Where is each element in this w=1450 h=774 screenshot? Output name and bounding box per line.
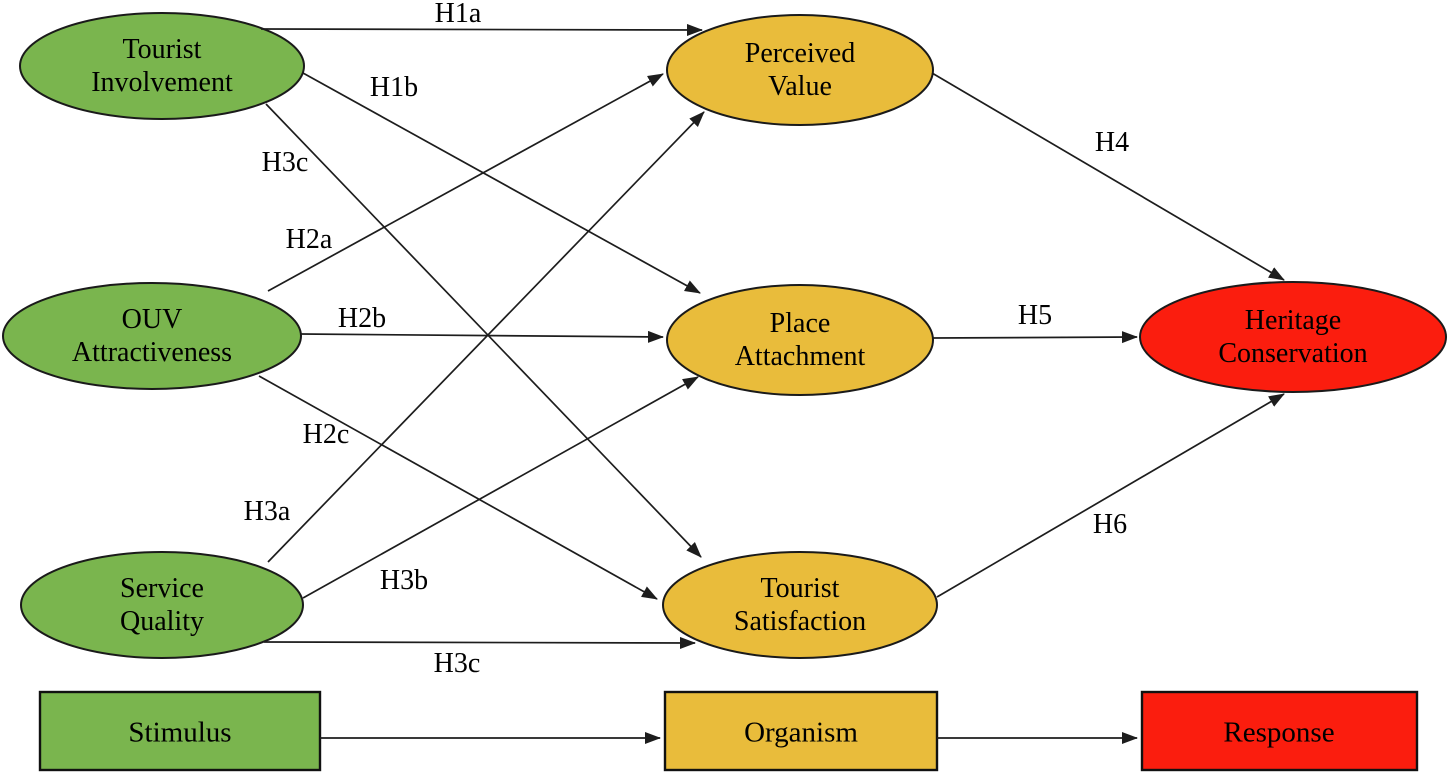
edge-h2a-arrow bbox=[267, 73, 664, 292]
node-tourist-involvement bbox=[19, 12, 305, 120]
node-tourist-satisfaction bbox=[662, 551, 938, 659]
node-stimulus bbox=[38, 690, 322, 772]
node-place-attachment bbox=[666, 284, 934, 396]
edge-h4-arrow bbox=[931, 72, 1285, 281]
node-response bbox=[1140, 690, 1419, 772]
edge-h3a-arrow bbox=[267, 111, 705, 563]
node-organism bbox=[663, 690, 939, 772]
node-service-quality bbox=[20, 551, 304, 659]
edge-h2c-arrow bbox=[258, 375, 658, 600]
edge-h3b-arrow bbox=[302, 376, 699, 599]
node-heritage-conservation bbox=[1139, 281, 1447, 393]
edge-h3c-arrow bbox=[263, 636, 696, 649]
node-perceived-value bbox=[666, 14, 934, 126]
edge-h2b-arrow bbox=[300, 330, 664, 343]
node-ouv-attractiveness bbox=[2, 282, 302, 390]
edge-h1c-arrow bbox=[265, 103, 702, 558]
edge-h1b-arrow bbox=[302, 72, 701, 294]
edge-h1a-arrow bbox=[260, 23, 703, 36]
edge-h6-arrow bbox=[936, 393, 1285, 598]
edge-h5-arrow bbox=[932, 331, 1138, 344]
